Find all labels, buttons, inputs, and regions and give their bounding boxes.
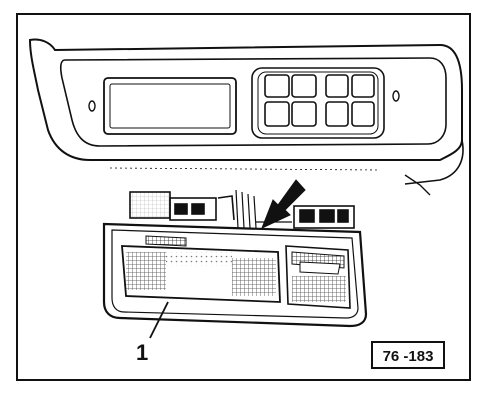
figure-number-box: 76 -183 xyxy=(371,341,445,369)
screw-hole xyxy=(392,90,400,102)
switch-panel xyxy=(251,67,400,139)
switch-button xyxy=(351,101,375,127)
switch-button xyxy=(325,74,349,98)
arrow-icon xyxy=(261,179,306,229)
switch-button xyxy=(264,101,290,127)
lamp-lens xyxy=(121,235,281,303)
figure-number: 76 -183 xyxy=(383,348,434,365)
roof-panel xyxy=(28,38,464,196)
leader-line xyxy=(149,301,169,339)
display-window xyxy=(88,77,237,135)
switch-button xyxy=(264,74,290,98)
figure-frame xyxy=(16,13,471,381)
interior-lamp-housing xyxy=(102,222,368,328)
switch-button xyxy=(325,101,349,127)
switch-button xyxy=(291,101,317,127)
reading-lamp xyxy=(285,245,351,309)
switch-button xyxy=(291,74,317,98)
switch-button xyxy=(351,74,375,98)
screw-hole xyxy=(88,100,96,112)
wiring-connectors xyxy=(129,189,355,229)
part-label: 1 xyxy=(136,340,148,365)
